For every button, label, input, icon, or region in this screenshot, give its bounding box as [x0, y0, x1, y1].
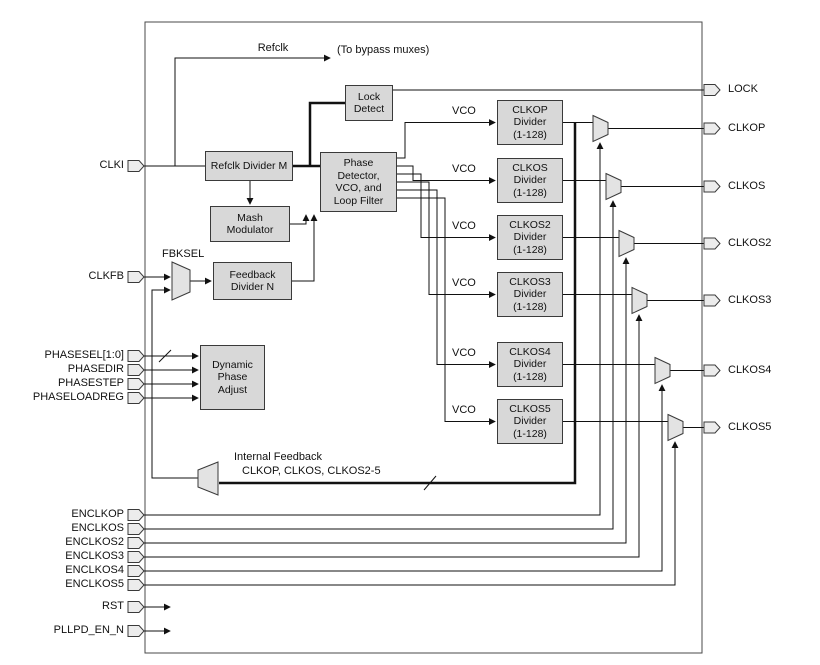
clkop-label: CLKOP: [728, 122, 766, 134]
block-clkos4-divider: CLKOS4 Divider (1-128): [497, 342, 563, 387]
input-ports: [127, 160, 145, 637]
block-refclk-divider-m: Refclk Divider M: [205, 151, 293, 181]
vco-label-clkos3: VCO: [452, 277, 476, 289]
block-lock-detect: Lock Detect: [345, 85, 393, 121]
wire-vco-clkos4: [397, 189, 496, 368]
enclkos4-label: ENCLKOS4: [65, 564, 124, 576]
clkos3-output-mux-icon: [631, 287, 648, 314]
clkos4-port-icon: [703, 364, 721, 377]
enclkos3-port-icon: [127, 551, 145, 563]
phaseloadreg-port-icon: [127, 392, 145, 404]
wire-vco-clkos: [397, 165, 496, 184]
vco-label-clkos2: VCO: [452, 220, 476, 232]
wire-vco-clkos3: [397, 181, 496, 298]
block-mash-modulator: Mash Modulator: [210, 206, 290, 242]
clkos3-label: CLKOS3: [728, 294, 772, 306]
pllpd-en-n-label: PLLPD_EN_N: [53, 624, 124, 636]
clkos5-output-mux-icon: [667, 414, 684, 441]
bus-slash-phasesel: [158, 349, 172, 363]
phaseloadreg-label: PHASELOADREG: [32, 391, 124, 403]
phasesel-port-icon: [127, 350, 145, 362]
clki-label: CLKI: [99, 159, 124, 171]
block-clkos5-divider: CLKOS5 Divider (1-128): [497, 399, 563, 444]
clkop-output-mux-icon: [592, 115, 609, 142]
clkos-label: CLKOS: [728, 180, 766, 192]
wire-enclkop: [144, 142, 604, 516]
wire-enclkos5: [144, 441, 679, 586]
clkos5-label: CLKOS5: [728, 421, 772, 433]
rst-port-icon: [127, 601, 145, 613]
wire-to-lock-detect: [308, 101, 345, 166]
clkos4-label: CLKOS4: [728, 364, 772, 376]
clkos4-output-mux-icon: [654, 357, 671, 384]
rst-label: RST: [102, 600, 124, 612]
vco-label-clkop: VCO: [452, 105, 476, 117]
wire-vco-clkos5: [397, 197, 496, 425]
refclk-annotation: Refclk: [257, 42, 289, 54]
clkos5-port-icon: [703, 421, 721, 434]
clkfb-port-icon: [127, 271, 145, 283]
clkos2-port-icon: [703, 237, 721, 250]
lock-port-icon: [703, 84, 721, 96]
phasestep-label: PHASESTEP: [57, 377, 124, 389]
internal-feedback-signals-annotation: CLKOP, CLKOS, CLKOS2-5: [242, 465, 381, 477]
clkos2-label: CLKOS2: [728, 237, 772, 249]
block-phase-detector: Phase Detector, VCO, and Loop Filter: [320, 152, 397, 212]
pllpd-en-n-port-icon: [127, 625, 145, 637]
muxes: [171, 115, 684, 496]
enclkop-port-icon: [127, 509, 145, 521]
wire-enclkos: [144, 200, 617, 530]
enclkos5-port-icon: [127, 579, 145, 591]
clkfb-label: CLKFB: [88, 270, 124, 282]
clkos-output-mux-icon: [605, 173, 622, 200]
internal-feedback-annotation: Internal Feedback: [234, 451, 323, 463]
block-clkos2-divider: CLKOS2 Divider (1-128): [497, 215, 563, 260]
wire-vco-clkop: [397, 119, 496, 159]
wire-enclkos2: [144, 257, 630, 544]
internal-feedback-mux-icon: [197, 461, 219, 496]
pll-boundary: [144, 21, 703, 654]
signal-wires: [144, 54, 704, 635]
wire-vco-clkos2: [397, 173, 496, 241]
output-ports: [703, 84, 721, 434]
block-dynamic-phase-adjust: Dynamic Phase Adjust: [200, 345, 265, 410]
thick-wires: [219, 101, 577, 485]
clkop-port-icon: [703, 122, 721, 135]
enclkos5-label: ENCLKOS5: [65, 578, 124, 590]
vco-label-clkos4: VCO: [452, 347, 476, 359]
wire-internal-feedback-bundle: [219, 122, 577, 485]
wire-ndiv-to-pd: [292, 214, 318, 282]
wire-refclk-bypass: [174, 54, 331, 166]
phasedir-label: PHASEDIR: [67, 363, 124, 375]
enclkos2-port-icon: [127, 537, 145, 549]
phasesel-label: PHASESEL[1:0]: [44, 349, 125, 361]
wire-mash-to-pd: [290, 214, 310, 225]
enclkos-port-icon: [127, 523, 145, 535]
enclkos-label: ENCLKOS: [71, 522, 124, 534]
enclkos4-port-icon: [127, 565, 145, 577]
fbksel-mux-icon: [171, 261, 191, 301]
enclkop-label: ENCLKOP: [71, 508, 124, 520]
phasestep-port-icon: [127, 378, 145, 390]
block-clkos-divider: CLKOS Divider (1-128): [497, 158, 563, 203]
bypass-note: (To bypass muxes): [337, 44, 430, 56]
clki-port-icon: [127, 160, 145, 172]
fbksel-annotation: FBKSEL: [162, 248, 205, 260]
block-clkos3-divider: CLKOS3 Divider (1-128): [497, 272, 563, 317]
wire-enclkos4: [144, 384, 666, 572]
block-clkop-divider: CLKOP Divider (1-128): [497, 100, 563, 145]
enclkos2-label: ENCLKOS2: [65, 536, 124, 548]
lock-label: LOCK: [728, 83, 758, 95]
clkos3-port-icon: [703, 294, 721, 307]
block-feedback-divider-n: Feedback Divider N: [213, 262, 292, 300]
vco-label-clkos5: VCO: [452, 404, 476, 416]
clkos-port-icon: [703, 180, 721, 193]
clkos2-output-mux-icon: [618, 230, 635, 257]
wire-enclkos3: [144, 314, 643, 558]
phasedir-port-icon: [127, 364, 145, 376]
enclkos3-label: ENCLKOS3: [65, 550, 124, 562]
vco-label-clkos: VCO: [452, 163, 476, 175]
